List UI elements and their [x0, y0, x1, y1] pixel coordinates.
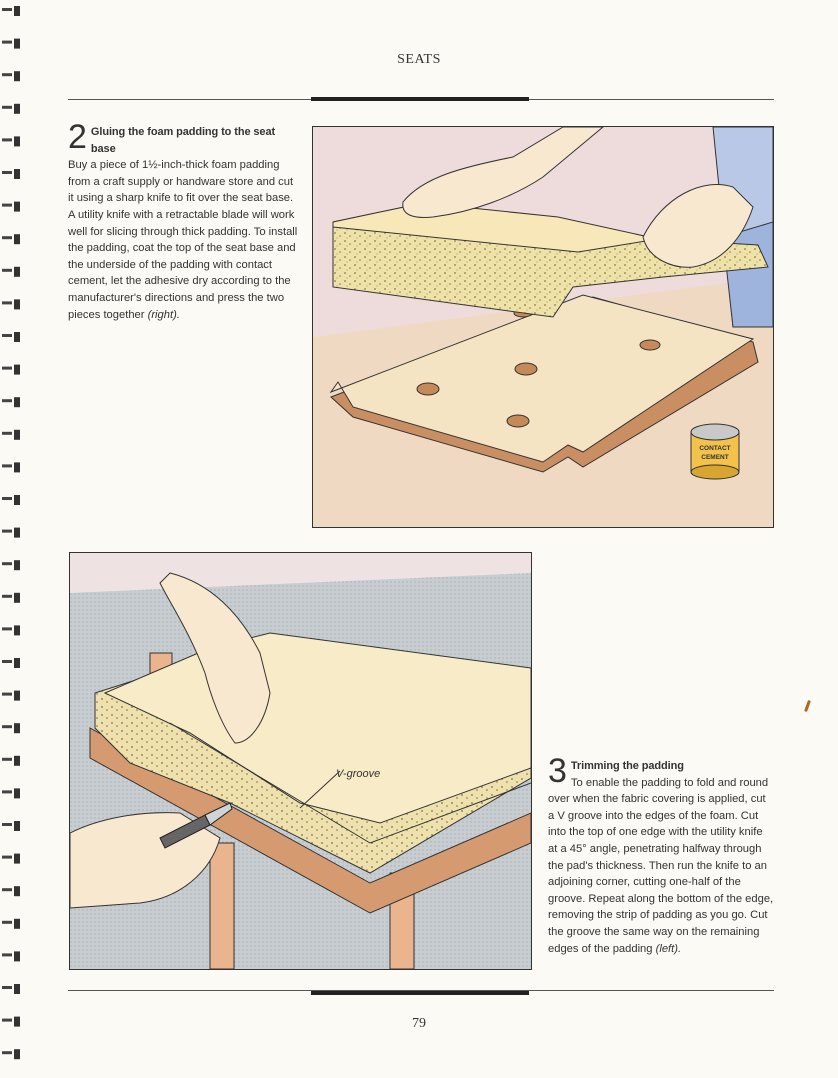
- binding-coil: [2, 660, 12, 663]
- binding-hole: [14, 6, 20, 16]
- binding-coil: [2, 562, 12, 566]
- binding-coil: [2, 138, 12, 142]
- binding-hole: [14, 234, 20, 245]
- page-speck: [804, 699, 811, 713]
- step-3-ref: (left).: [655, 942, 682, 955]
- page-number: 79: [412, 1016, 426, 1031]
- binding-coil: [2, 366, 12, 370]
- binding-coil: [2, 497, 12, 500]
- binding-coil: [2, 334, 12, 337]
- binding-hole: [14, 429, 20, 440]
- binding-coil: [2, 236, 12, 240]
- binding-hole: [14, 918, 20, 929]
- binding-hole: [14, 397, 20, 408]
- illustration-gluing-padding: CONTACT CEMENT: [312, 126, 774, 528]
- binding-hole: [14, 169, 20, 179]
- step-3-text: 3 Trimming the padding To enable the pad…: [548, 752, 774, 957]
- utility-knife: [159, 802, 233, 849]
- binding-hole: [14, 527, 20, 538]
- binding-hole: [14, 332, 20, 342]
- binding-coil: [2, 627, 12, 631]
- binding-hole: [14, 658, 20, 668]
- binding-hole: [14, 592, 20, 603]
- step-2-ref: (right).: [147, 308, 180, 321]
- binding-hole: [14, 690, 20, 701]
- contact-cement-can: CONTACT CEMENT: [690, 423, 740, 480]
- binding-hole: [14, 136, 20, 147]
- step-3-number: 3: [548, 752, 567, 790]
- can-label-line2: CEMENT: [701, 454, 728, 461]
- binding-coil: [2, 594, 12, 598]
- binding-hole: [14, 788, 20, 799]
- step-2-number: 2: [68, 118, 87, 156]
- binding-coil: [2, 888, 12, 892]
- binding-coil: [2, 953, 12, 957]
- binding-coil: [2, 757, 12, 761]
- binding-coil: [2, 823, 12, 826]
- binding-coil: [2, 40, 12, 44]
- binding-hole: [14, 853, 20, 864]
- binding-hole: [14, 1049, 20, 1060]
- page-header-title: SEATS: [397, 52, 441, 67]
- binding-hole: [14, 103, 20, 114]
- binding-coil: [2, 8, 12, 11]
- binding-coil: [2, 399, 12, 403]
- binding-coil: [2, 1051, 12, 1055]
- binding-coil: [2, 790, 12, 794]
- binding-coil: [2, 725, 12, 729]
- binding-hole: [14, 755, 20, 766]
- left-hand: [402, 127, 604, 218]
- binding-coil: [2, 529, 12, 533]
- binding-hole: [14, 38, 20, 49]
- binding-hole: [14, 886, 20, 897]
- step-3-body: To enable the padding to fold and round …: [548, 776, 774, 955]
- binding-coil: [2, 692, 12, 696]
- binding-hole: [14, 462, 20, 473]
- binding-coil: [2, 301, 12, 305]
- binding-coil: [2, 464, 12, 468]
- right-hand: [642, 183, 754, 268]
- binding-hole: [14, 821, 20, 831]
- binding-hole: [14, 951, 20, 962]
- binding-coil: [2, 203, 12, 207]
- binding-coil: [2, 268, 12, 272]
- binding-hole: [14, 364, 20, 375]
- footer-rule: [68, 990, 774, 991]
- seat-base-board: [329, 294, 759, 473]
- binding-coil: [2, 431, 12, 435]
- binding-hole: [14, 201, 20, 212]
- step-2-text: 2 Gluing the foam padding to the seat ba…: [68, 118, 300, 323]
- binding-hole: [14, 71, 20, 82]
- binding-coil: [2, 1018, 12, 1022]
- binding-hole: [14, 984, 20, 994]
- step-2-heading: Gluing the foam padding to the seat base: [90, 126, 276, 155]
- binding-hole: [14, 495, 20, 505]
- binding-coil: [2, 73, 12, 77]
- header-rule-accent: [311, 97, 529, 101]
- can-label-line1: CONTACT: [699, 445, 730, 452]
- binding-hole: [14, 266, 20, 277]
- binding-hole: [14, 1016, 20, 1027]
- binding-hole: [14, 723, 20, 734]
- binding-coil: [2, 855, 12, 859]
- binding-hole: [14, 560, 20, 571]
- v-groove-callout: V-groove: [336, 768, 380, 780]
- binding-coil: [2, 986, 12, 989]
- binding-coil: [2, 171, 12, 174]
- spiral-binding: [2, 6, 20, 1060]
- illustration-trimming-padding: V-groove: [69, 552, 532, 970]
- step-3-heading: Trimming the padding: [570, 760, 684, 772]
- top-hand: [159, 572, 271, 744]
- binding-coil: [2, 920, 12, 924]
- binding-coil: [2, 105, 12, 109]
- binding-hole: [14, 299, 20, 310]
- step-2-body: Buy a piece of 1½-inch-thick foam paddin…: [68, 159, 298, 321]
- binding-hole: [14, 625, 20, 636]
- footer-rule-accent: [311, 991, 529, 995]
